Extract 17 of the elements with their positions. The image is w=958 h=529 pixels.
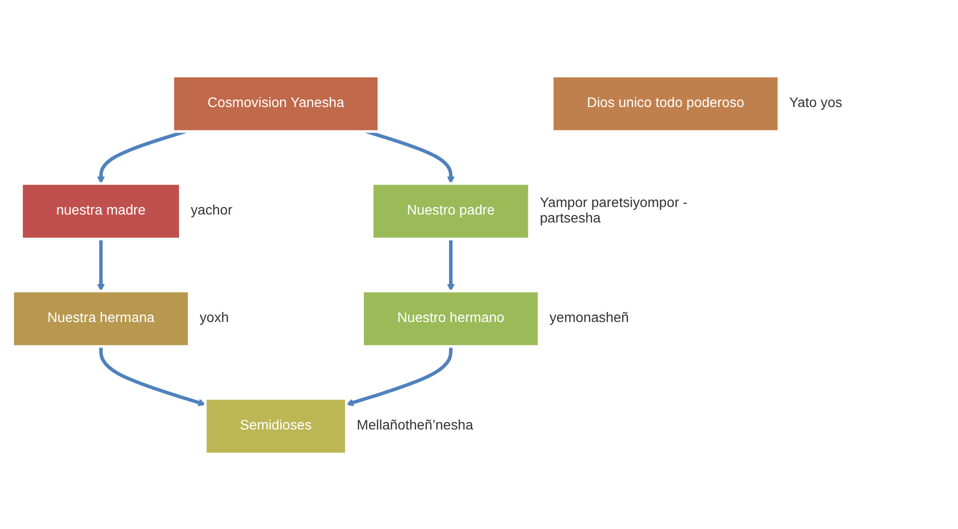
arrow — [446, 238, 455, 291]
node-box: nuestra madre — [20, 182, 182, 240]
node-box: Nuestra hermana — [11, 289, 190, 348]
arrow — [99, 346, 206, 406]
node-box: Cosmovision Yanesha — [172, 74, 380, 132]
node-box: Dios unico todo poderoso — [550, 74, 780, 132]
arrow — [346, 346, 453, 406]
caption-text: Yato yos — [789, 95, 842, 112]
caption-text: yemonasheñ — [549, 310, 629, 326]
caption-text: Mellañotheñ’nesha — [356, 418, 474, 434]
caption-text: Yampor paretsiyompor - partsesha — [540, 195, 689, 226]
caption-text: yoxh — [200, 310, 229, 326]
node-box: Nuestro padre — [370, 182, 531, 240]
arrow — [97, 238, 105, 291]
node-box: Semidioses — [204, 396, 348, 455]
caption-text: yachor — [190, 202, 232, 219]
node-box: Nuestro hermano — [361, 289, 540, 348]
